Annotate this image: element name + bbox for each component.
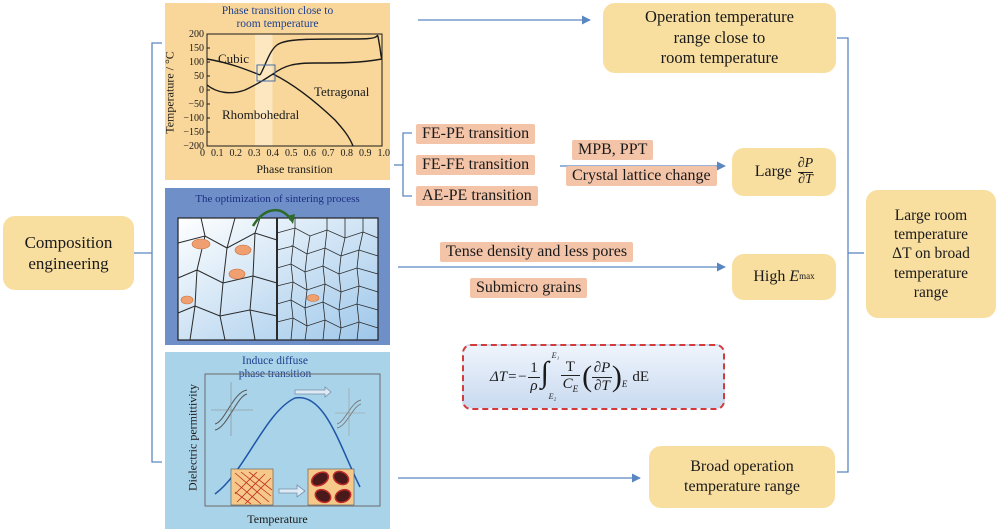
broad-range-box: Broad operation temperature range (649, 446, 835, 508)
formula-lhs: ΔT=− (490, 368, 528, 385)
phase-yticks: 200 150 100 50 0 −50 −100 −150 −200 (183, 29, 204, 152)
transition-bracket (402, 132, 412, 197)
large-dpdt-box: Large ∂P ∂T (732, 148, 836, 196)
dielectric-plot (204, 373, 381, 507)
region-tetragonal: Tetragonal (314, 84, 370, 99)
formula-integral: ∫ E₁ E₂ (540, 351, 560, 401)
fe-fe-transition: FE-FE transition (416, 155, 536, 175)
phase-diagram-title: Phase transition close to room temperatu… (221, 5, 334, 31)
region-rhombohedral: Rhombohedral (222, 107, 300, 122)
phase-xlabel: Phase transition (256, 162, 333, 176)
region-cubic: Cubic (218, 51, 250, 66)
mpb-ppt-label: MPB, PPT (572, 140, 654, 160)
formula-t-frac: T CE (560, 358, 581, 395)
ae-pe-transition: AE-PE transition (416, 186, 538, 206)
op-temp-box: Operation temperature range close to roo… (603, 3, 836, 73)
phase-diagram-plot (206, 33, 383, 147)
composition-line2: engineering (28, 254, 109, 273)
permittivity-curve (214, 396, 361, 495)
phase-xticks: 0 0.1 0.2 0.3 0.4 0.5 0.6 0.7 0.8 0.9 1.… (200, 148, 390, 159)
fe-pe-transition: FE-PE transition (416, 124, 536, 144)
formula: ΔT=− 1 ρ ∫ E₁ E₂ T CE ( ∂P ∂T )E dE (490, 351, 650, 401)
phase-diagram-panel (165, 3, 390, 180)
dpdt-fraction: ∂P ∂T (797, 155, 814, 187)
cubic-rhombo-boundary (206, 58, 261, 76)
highlight-band (255, 34, 273, 146)
phase-ylabel: Temperature / °C (162, 51, 177, 134)
density-label: Tense density and less pores (440, 242, 634, 262)
formula-de: dE (632, 368, 650, 385)
result-box: Large room temperature ΔT on broad tempe… (866, 190, 996, 318)
dielectric-ylabel: Dielectric permittivity (185, 384, 200, 491)
lattice-change-label: Crystal lattice change (566, 166, 717, 186)
composition-line1: Composition (24, 232, 113, 252)
grains-label: Submicro grains (470, 278, 588, 298)
microstructure-image (177, 209, 379, 341)
focus-square (256, 64, 276, 82)
formula-dpdt-frac: ∂P ∂T (592, 360, 612, 394)
sintering-title: The optimization of sintering process (195, 193, 360, 205)
formula-rho-frac: 1 ρ (528, 360, 540, 394)
tetra-low-boundary (272, 73, 354, 147)
dielectric-xlabel: Temperature (247, 512, 308, 526)
cubic-tetra-boundary (259, 34, 383, 76)
left-bracket (151, 42, 162, 463)
right-bracket (837, 37, 849, 473)
composition-box: Composition engineering (3, 216, 134, 290)
